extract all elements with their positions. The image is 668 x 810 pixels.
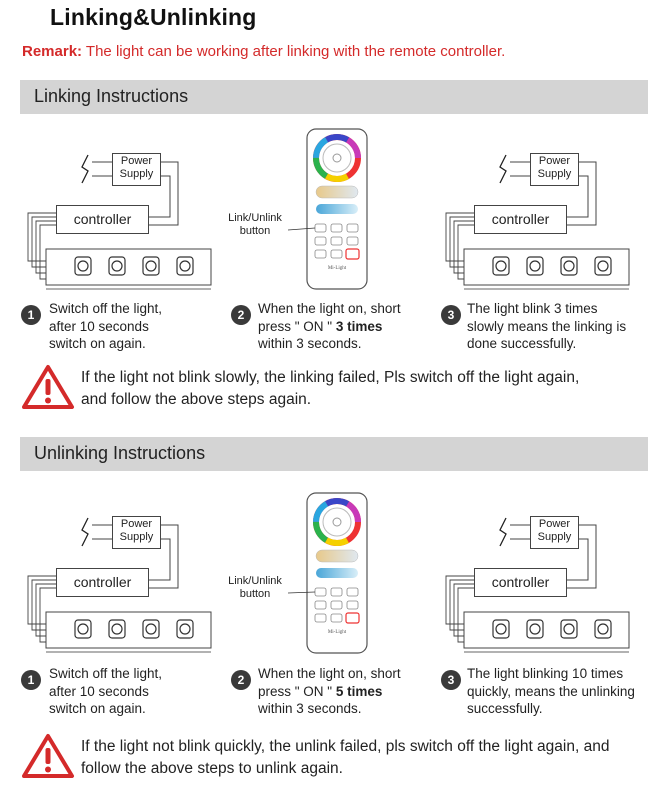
remote-drawing <box>287 128 368 290</box>
step-text: Switch off the light, after 10 seconds s… <box>49 665 162 718</box>
step-number: 2 <box>231 305 251 325</box>
warning-text: If the light not blink slowly, the linki… <box>81 367 579 411</box>
remote-control: Mi-Light <box>287 128 368 290</box>
step-line: after 10 seconds <box>49 683 149 699</box>
step-text: Switch off the light, after 10 seconds s… <box>49 300 162 353</box>
step-line: within 3 seconds. <box>258 336 362 351</box>
step-line: When the light on, short <box>258 666 401 681</box>
warning-line: If the light not blink quickly, the unli… <box>81 738 610 755</box>
step-text: When the light on, short press " ON " 3 … <box>258 300 401 353</box>
step-line: switch on again. <box>49 701 146 716</box>
remote-drawing <box>287 492 368 654</box>
step-number: 2 <box>231 670 251 690</box>
step-number: 1 <box>21 670 41 690</box>
power-label: Power <box>120 155 153 167</box>
step-line: successfully. <box>467 701 543 716</box>
remark-label: Remark: <box>22 43 83 60</box>
section-header-unlinking: Unlinking Instructions <box>20 437 648 471</box>
supply-label: Supply <box>119 531 154 543</box>
controller-box: controller <box>56 568 149 597</box>
step-line: within 3 seconds. <box>258 701 362 716</box>
section-header-label: Unlinking Instructions <box>34 443 206 463</box>
controller-box: controller <box>474 205 567 234</box>
controller-box: controller <box>474 568 567 597</box>
step-line: Switch off the light, <box>49 666 163 681</box>
step-text: The light blink 3 times slowly means the… <box>467 300 626 353</box>
step-line: press " ON " <box>258 683 336 699</box>
warning-line: and follow the above steps again. <box>81 391 312 408</box>
press-count: 3 times <box>335 318 383 334</box>
step-line: The light blink 3 times <box>467 301 598 316</box>
remark-text: The light can be working after linking w… <box>82 43 506 60</box>
step-line: The light blinking 10 times <box>467 666 624 681</box>
step-line: Switch off the light, <box>49 301 163 316</box>
warning-icon <box>22 733 74 779</box>
remark: Remark: The light can be working after l… <box>22 43 505 60</box>
warning-line: If the light not blink slowly, the linki… <box>81 369 580 386</box>
remote-control: Mi-Light <box>287 492 368 654</box>
wiring-lines <box>27 517 212 653</box>
link-button-label: Link/Unlink button <box>228 212 282 237</box>
wiring-lines <box>445 154 630 290</box>
section-header-label: Linking Instructions <box>34 86 189 106</box>
warning-line: follow the above steps to unlink again. <box>81 760 343 777</box>
step-number: 1 <box>21 305 41 325</box>
step-line: press " ON " <box>258 318 336 334</box>
wiring-lines <box>445 517 630 653</box>
power-label: Power <box>538 518 571 530</box>
link-button-label: Link/Unlink button <box>228 575 282 600</box>
wiring-lines <box>27 154 212 290</box>
brand-logo: Mi-Light <box>327 266 347 271</box>
warning-icon <box>22 364 74 410</box>
page-title: Linking&Unlinking <box>50 4 257 30</box>
press-count: 5 times <box>335 683 383 699</box>
step-line: after 10 seconds <box>49 318 149 334</box>
step-text: When the light on, short press " ON " 5 … <box>258 665 401 718</box>
step-line: When the light on, short <box>258 301 401 316</box>
power-label: Power <box>120 518 153 530</box>
controller-box: controller <box>56 205 149 234</box>
supply-label: Supply <box>537 531 572 543</box>
supply-label: Supply <box>537 168 572 180</box>
brand-logo: Mi-Light <box>327 630 347 635</box>
step-line: switch on again. <box>49 336 146 351</box>
supply-label: Supply <box>119 168 154 180</box>
section-header-linking: Linking Instructions <box>20 80 648 114</box>
step-line: slowly means the linking is <box>467 318 627 334</box>
step-text: The light blinking 10 times quickly, mea… <box>467 665 635 718</box>
step-number: 3 <box>441 305 461 325</box>
warning-text: If the light not blink quickly, the unli… <box>81 736 609 780</box>
step-line: quickly, means the unlinking <box>467 683 635 699</box>
power-label: Power <box>538 155 571 167</box>
step-line: done successfully. <box>467 336 577 351</box>
step-number: 3 <box>441 670 461 690</box>
